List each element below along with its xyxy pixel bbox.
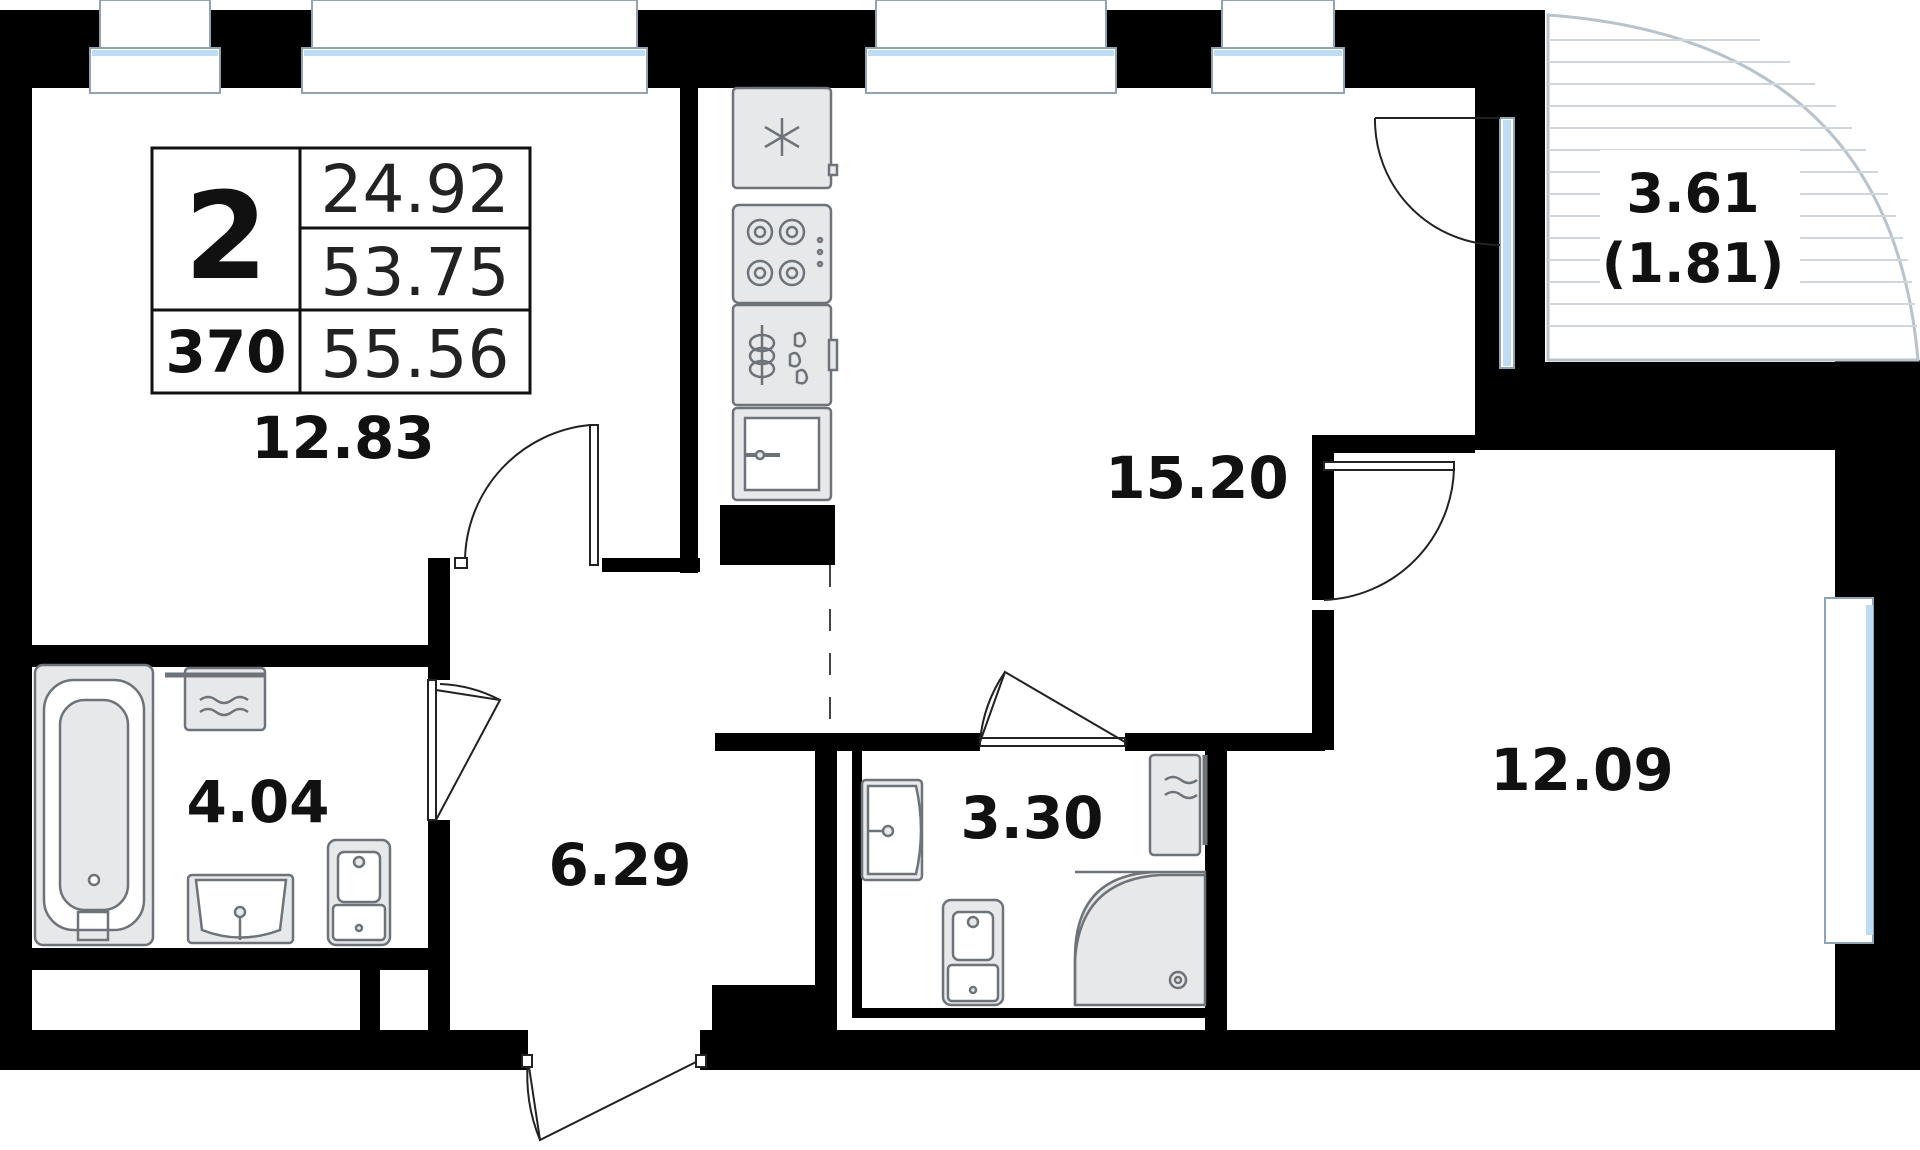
door-entrance xyxy=(521,1054,707,1142)
total-area-with-balcony: 55.56 xyxy=(321,316,510,393)
shower-icon xyxy=(1073,870,1207,1007)
room-area-hallway: 6.29 xyxy=(548,831,691,899)
windows xyxy=(89,0,1874,944)
door-bedroom-left xyxy=(454,424,599,569)
doors xyxy=(427,117,1501,1142)
door-balcony xyxy=(1373,117,1501,246)
balcony xyxy=(1546,13,1920,362)
window-right xyxy=(1824,597,1874,944)
toilet-icon xyxy=(326,838,392,947)
sink-icon xyxy=(731,406,833,502)
stove-icon xyxy=(731,203,833,305)
partitions xyxy=(0,88,1475,1070)
wc-toilet-icon xyxy=(941,898,1005,1007)
window-top-3 xyxy=(865,0,1117,94)
total-area: 53.75 xyxy=(321,234,510,311)
wc-sink-icon xyxy=(860,778,924,882)
apartment-code: 370 xyxy=(165,318,286,386)
balcony-area: 3.61 xyxy=(1626,162,1759,225)
room-area-bedroom-left: 12.83 xyxy=(251,404,434,472)
info-table: 2 370 24.92 53.75 55.56 xyxy=(150,146,532,395)
room-area-kitchen-living: 15.20 xyxy=(1105,444,1288,512)
door-bathroom xyxy=(427,679,502,821)
bath-sink-icon xyxy=(186,873,295,945)
window-top-4 xyxy=(1211,0,1345,94)
door-bedroom-right xyxy=(1323,461,1455,601)
balcony-area-reduced: (1.81) xyxy=(1602,232,1785,295)
balcony-door-glass xyxy=(1499,117,1515,369)
door-wc xyxy=(979,670,1126,747)
room-area-bedroom-right: 12.09 xyxy=(1490,736,1673,804)
bathtub-icon xyxy=(33,663,155,947)
fridge-icon xyxy=(731,86,839,190)
rooms-count: 2 xyxy=(184,168,268,307)
room-labels: 12.83 15.20 12.09 4.04 6.29 3.30 3.61 (1… xyxy=(186,162,1784,899)
living-area: 24.92 xyxy=(321,151,510,228)
fixtures xyxy=(33,86,1208,1007)
room-area-wc: 3.30 xyxy=(960,784,1103,852)
wc-washing-machine-icon xyxy=(1148,753,1208,857)
window-top-2 xyxy=(301,0,648,94)
window-top-1 xyxy=(89,0,221,94)
room-area-bathroom: 4.04 xyxy=(186,768,329,836)
washing-area-icon xyxy=(731,303,839,407)
washing-machine-icon xyxy=(165,666,267,732)
